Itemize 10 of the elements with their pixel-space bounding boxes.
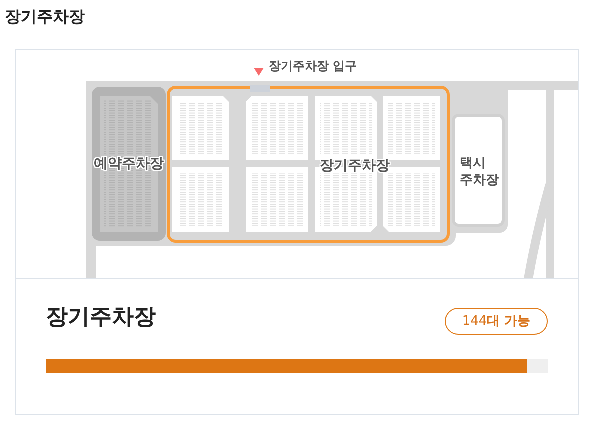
panel-heading: 장기주차장	[46, 304, 156, 332]
availability-badge: 144대 가능	[445, 308, 548, 335]
long-term-parking-area	[167, 86, 450, 243]
reserved-parking-area	[92, 87, 166, 241]
page-title: 장기주차장	[5, 7, 85, 28]
taxi-parking-area	[452, 114, 505, 227]
area-label: 예약주차장	[94, 154, 164, 174]
entrance-label: 장기주차장 입구	[269, 58, 358, 75]
area-label: 장기주차장	[320, 156, 390, 176]
area-label: 택시 주차장	[460, 156, 500, 190]
